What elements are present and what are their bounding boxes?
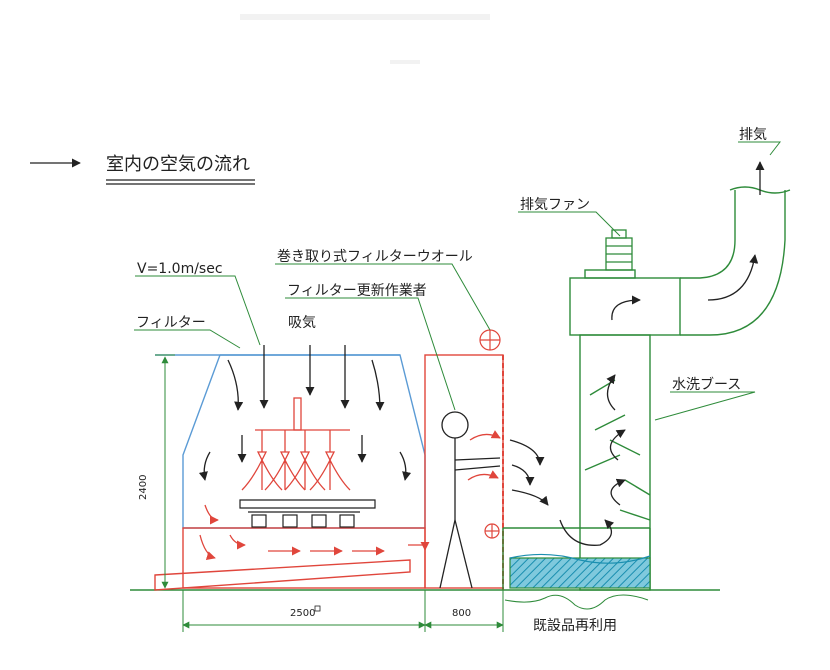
- dimension-lines: [155, 354, 504, 632]
- downflow-arrows: [198, 345, 412, 481]
- scan-artifacts: [240, 14, 490, 64]
- exhaust-fan-motor: [605, 229, 633, 271]
- booth-floor-plenum: [154, 527, 426, 591]
- label-roll-filter-wall: 巻き取り式フィルターウオール: [277, 249, 473, 265]
- water-tank: [509, 557, 651, 589]
- legend-text: 室内の空気の流れ: [106, 154, 250, 175]
- roll-filter-rollers: [479, 329, 501, 539]
- water-booth: [502, 334, 651, 591]
- water-booth-arrows: [509, 374, 626, 546]
- label-exhaust: 排気: [739, 127, 767, 143]
- label-exhaust-fan: 排気ファン: [520, 197, 590, 213]
- dim-width-side: 800: [452, 608, 471, 619]
- worker-figure: [439, 411, 501, 589]
- dim-square-mark: [314, 605, 321, 612]
- label-velocity: V=1.0m/sec: [137, 261, 223, 277]
- spray-guns: [241, 397, 351, 491]
- dim-height: 2400: [138, 475, 149, 500]
- label-worker: フィルター更新作業者: [287, 283, 427, 299]
- duct-arrows: [611, 161, 765, 321]
- label-leaders: [134, 141, 782, 610]
- workpiece-conveyor: [239, 499, 376, 528]
- label-filter: フィルター: [136, 315, 206, 331]
- label-reuse: 既設品再利用: [533, 618, 617, 634]
- legend: 室内の空気の流れ: [30, 154, 255, 185]
- exhaust-flow-arrows: [199, 430, 501, 560]
- label-water-booth: 水洗ブース: [672, 376, 741, 393]
- label-intake: 吸気: [288, 315, 316, 331]
- dim-width-main: 2500: [290, 608, 315, 619]
- exhaust-duct: [569, 186, 791, 336]
